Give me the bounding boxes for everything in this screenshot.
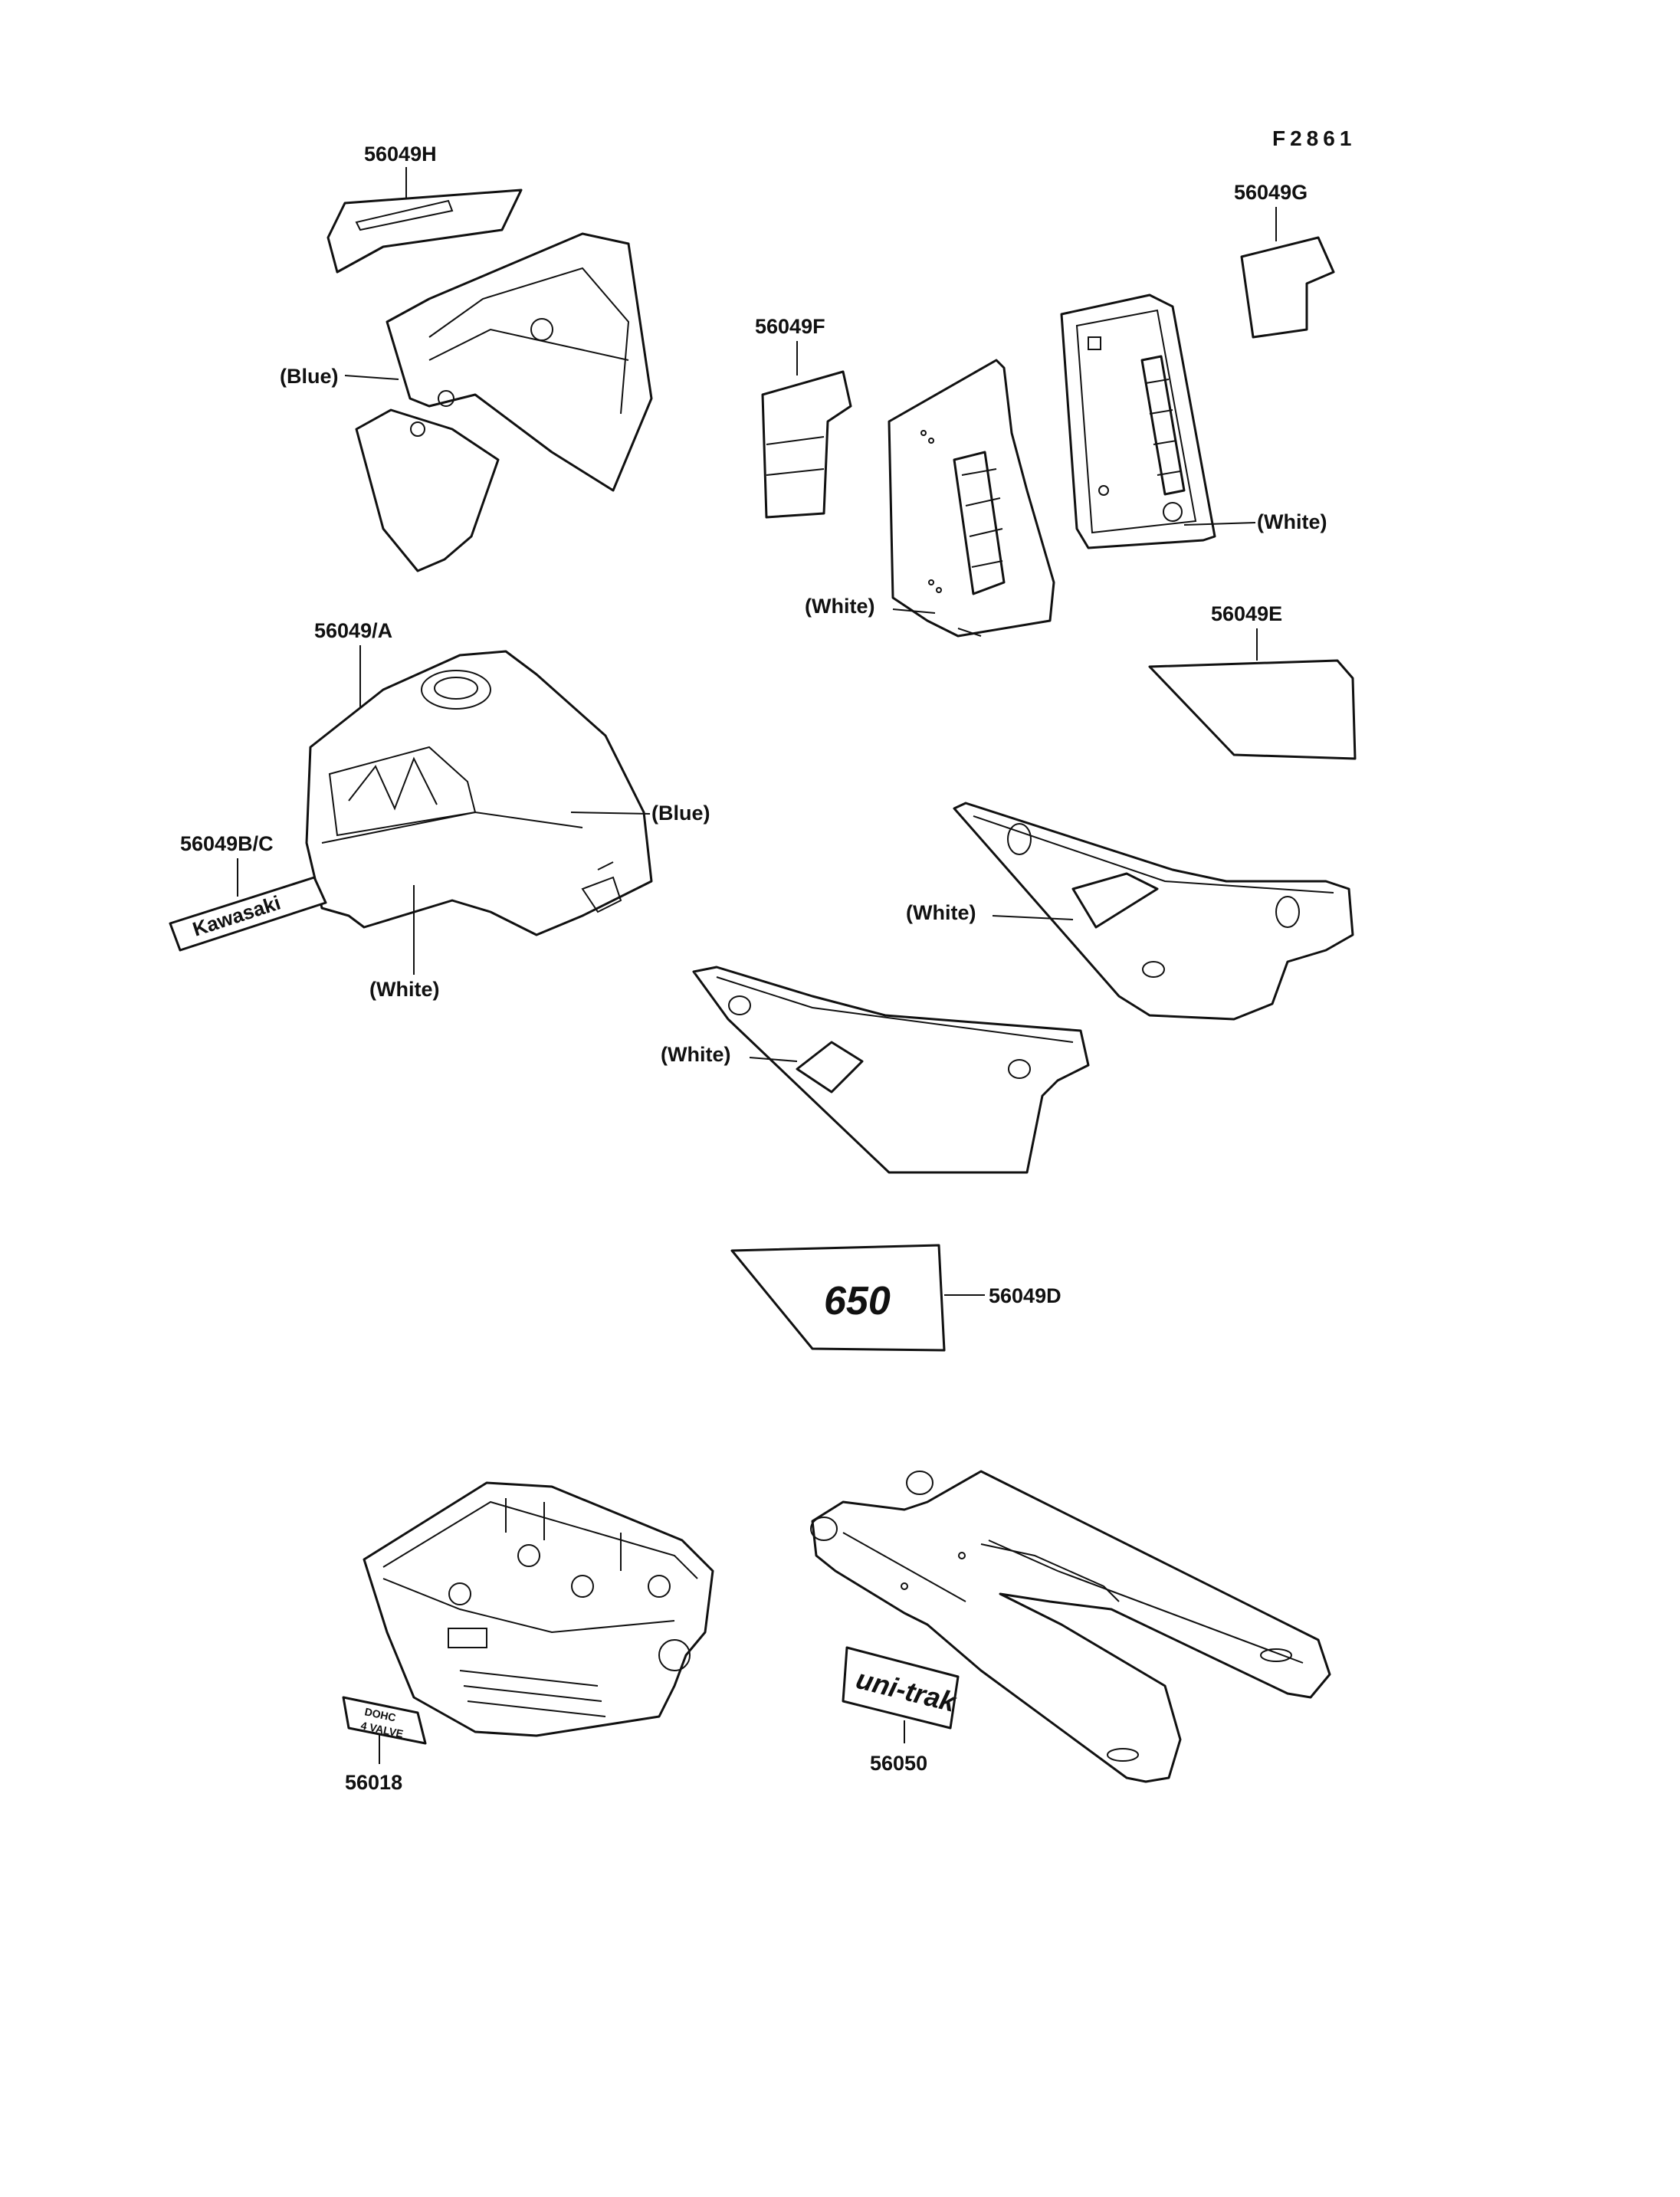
label-56049D: 56049D — [989, 1284, 1061, 1307]
side-panel-upper — [953, 802, 1354, 1021]
label-blue-cowl: (Blue) — [280, 365, 339, 388]
leader-blue-cowl — [344, 375, 399, 380]
label-56049F: 56049F — [755, 315, 825, 338]
cylinder-head — [363, 1481, 714, 1737]
label-56049G: 56049G — [1234, 181, 1308, 204]
label-56049E: 56049E — [1211, 602, 1282, 625]
decal-56049E — [1148, 659, 1357, 760]
label-white-tank: (White) — [369, 978, 439, 1001]
headlight-cowl — [355, 232, 653, 572]
figure-id: F2861 — [1272, 126, 1356, 150]
leader-white-side-left — [892, 608, 936, 614]
fuel-tank — [305, 650, 653, 936]
label-56018: 56018 — [345, 1771, 402, 1794]
side-panel-lower — [692, 966, 1090, 1174]
leader-white-side-right — [1183, 522, 1256, 526]
leader-blue-tank — [570, 812, 651, 815]
decal-56049F — [761, 370, 852, 519]
decal-kawasaki: Kawasaki — [169, 876, 327, 952]
leader-white-panel-lower — [749, 1057, 798, 1062]
label-56049A: 56049/A — [314, 619, 392, 642]
label-56050: 56050 — [870, 1752, 927, 1775]
swingarm — [810, 1470, 1331, 1783]
label-white-side-left: (White) — [805, 595, 874, 618]
label-white-side-right: (White) — [1257, 510, 1327, 533]
decal-56049H — [326, 189, 523, 274]
side-cover-right — [1060, 293, 1216, 549]
side-cover-left — [888, 359, 1055, 638]
decal-56050: uni-trak — [842, 1646, 960, 1730]
label-white-panel-lower: (White) — [661, 1043, 730, 1066]
decal-650-text: 650 — [824, 1279, 891, 1323]
decal-56049G — [1240, 236, 1335, 339]
kawasaki-text: Kawasaki — [190, 891, 284, 941]
label-white-panel-upper: (White) — [906, 901, 976, 924]
label-blue-tank: (Blue) — [651, 802, 710, 825]
decal-56049D: 650 — [730, 1244, 946, 1352]
label-56049BC: 56049B/C — [180, 832, 274, 855]
label-56049H: 56049H — [364, 143, 437, 166]
leader-white-panel-upper — [992, 915, 1074, 920]
decal-56018: DOHC 4 VALVE — [342, 1696, 427, 1745]
